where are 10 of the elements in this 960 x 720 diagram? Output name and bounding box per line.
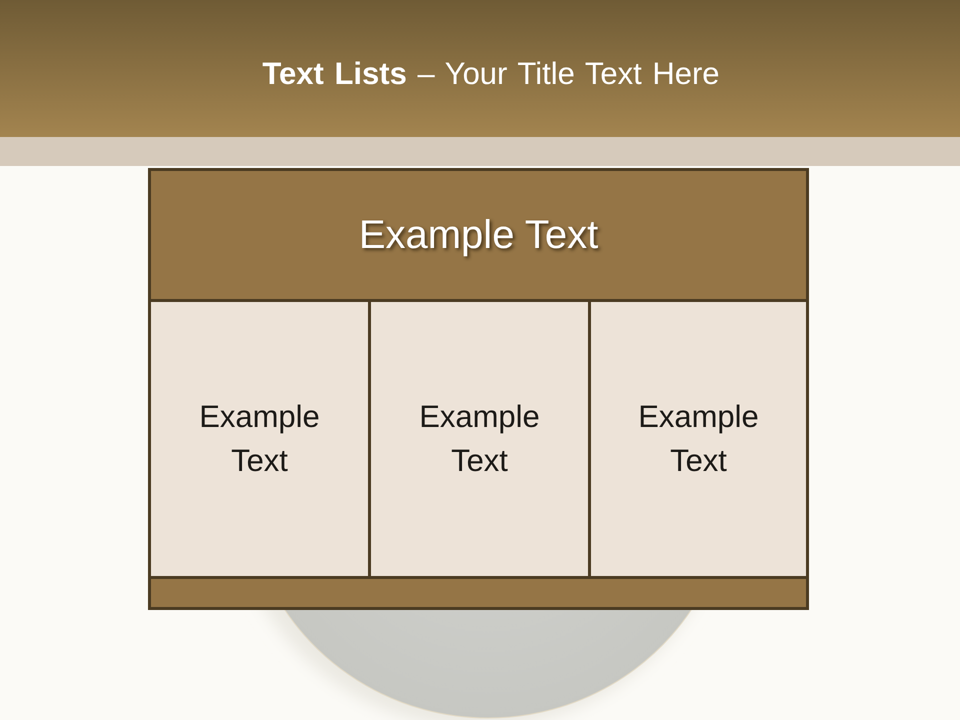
table-cell bbox=[368, 299, 591, 579]
header-text: Example Text bbox=[358, 212, 598, 259]
cell-text: Example Text bbox=[637, 398, 760, 480]
table-cell bbox=[588, 299, 809, 579]
cell-text: Example Text bbox=[198, 398, 321, 480]
footer-bar bbox=[148, 576, 809, 610]
cell-text: Example Text bbox=[418, 398, 541, 480]
table-cell bbox=[148, 299, 371, 579]
header-band bbox=[148, 168, 809, 302]
slide-title: Text Lists – Your Title Text Here bbox=[261, 55, 721, 93]
